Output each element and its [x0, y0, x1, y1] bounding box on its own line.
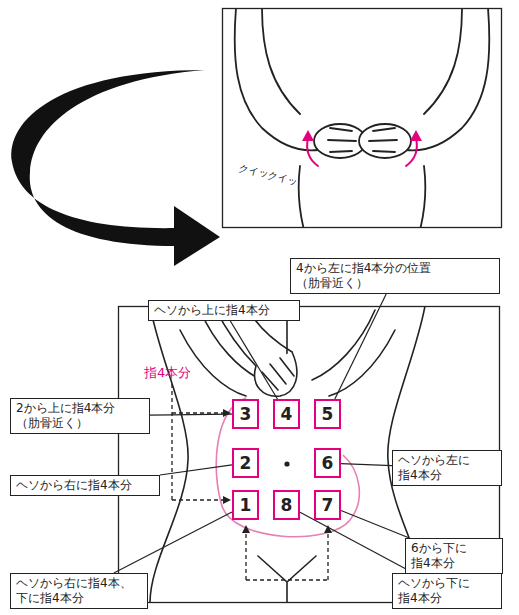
curved-arrow-part — [174, 206, 220, 266]
body-illustration-part — [284, 461, 289, 466]
callout-text: ヘソから右に指4本分 — [16, 478, 154, 493]
massage-illustration-part — [302, 130, 422, 141]
callout-box: ヘソから右に指4本分 — [10, 475, 160, 496]
body-illustration-part-part — [150, 307, 188, 602]
leader-line — [160, 465, 232, 475]
callout-text: ヘソから左に 指4本分 — [398, 453, 496, 483]
callout-box: 4から左に指4本分の位置 （肋骨近く） — [290, 258, 500, 294]
massage-illustration-part-part — [328, 128, 356, 152]
massage-illustration-part-part — [406, 138, 417, 166]
measure-arrows-part-part — [223, 409, 231, 417]
area-number-box: 1 — [232, 490, 259, 520]
callout-box: ヘソから下に 指4本分 — [392, 573, 502, 609]
massage-illustration-part-part — [406, 9, 489, 150]
callout-text: ヘソから下に 指4本分 — [398, 576, 496, 606]
measure-arrows — [172, 384, 332, 580]
area-number: 6 — [322, 453, 334, 473]
callout-box: ヘソから右に指4本、 下に指4本分 — [10, 573, 148, 609]
massage-illustration-part-part — [359, 124, 411, 158]
leader-line — [300, 512, 413, 573]
area-number-box: 5 — [314, 399, 341, 429]
massage-illustration-part-part — [410, 130, 422, 141]
measure-arrows-part-part — [172, 499, 224, 500]
area-number-box: 6 — [314, 448, 341, 478]
callout-box: 6から下に 指4本分 — [405, 538, 503, 574]
measure-arrows-part-part — [223, 496, 231, 504]
measure-label: 指4本分 — [144, 364, 191, 382]
massage-illustration-part — [307, 138, 417, 166]
body-illustration-part-part — [258, 556, 316, 602]
massage-illustration-part-part — [420, 166, 425, 227]
body-illustration-part — [216, 398, 359, 537]
area-number: 1 — [240, 495, 252, 515]
leader-line — [341, 510, 409, 538]
leader-line — [114, 512, 232, 573]
massage-illustration-part-part — [302, 130, 314, 141]
area-number: 7 — [322, 495, 334, 515]
body-illustration-part-part — [255, 352, 297, 396]
measure-arrows-part-part — [171, 384, 172, 500]
massage-illustration-part — [223, 9, 502, 228]
measure-arrows-part-part — [245, 532, 246, 580]
callout-box: ヘソから左に 指4本分 — [392, 450, 502, 486]
measure-arrows-part-part — [246, 579, 328, 580]
measure-arrows-part-part — [172, 412, 224, 413]
callout-box: ヘソから上に指4本分 — [148, 300, 300, 321]
leader-line — [335, 294, 386, 399]
callout-box: 2から上に指4本分 （肋骨近く） — [10, 398, 150, 434]
body-illustration-part-part — [180, 330, 246, 396]
callout-text: 4から左に指4本分の位置 （肋骨近く） — [296, 261, 494, 291]
massage-illustration-part-part — [424, 9, 462, 114]
curved-arrow — [11, 70, 220, 266]
area-number: 3 — [240, 404, 252, 424]
callout-text: 2から上に指4本分 （肋骨近く） — [16, 401, 144, 431]
massage-illustration-part-part — [262, 9, 300, 114]
massage-illustration-part-part — [369, 128, 397, 152]
leader-line — [341, 464, 392, 466]
area-number-box: 8 — [273, 490, 300, 520]
measure-arrows-part — [172, 384, 328, 580]
massage-illustration-part-part — [307, 138, 318, 166]
callout-text: ヘソから右に指4本、 下に指4本分 — [16, 576, 142, 606]
area-number: 4 — [281, 404, 293, 424]
massage-illustration-part-part — [235, 9, 318, 150]
area-number-box: 2 — [232, 448, 259, 478]
leader-line — [150, 414, 232, 416]
massage-illustration — [223, 8, 502, 230]
area-number: 8 — [281, 495, 293, 515]
body-illustration-part-part — [312, 310, 375, 380]
measure-arrows-part-part — [327, 532, 328, 580]
leader-line — [230, 321, 277, 399]
callout-text: ヘソから上に指4本分 — [154, 303, 294, 318]
massage-illustration-part-part — [299, 166, 304, 227]
body-illustration-part-part — [262, 358, 294, 390]
body-illustration-part-part — [329, 330, 395, 396]
body-illustration-part — [150, 307, 428, 602]
area-number: 2 — [240, 453, 252, 473]
measure-arrows-part-part — [242, 525, 250, 533]
area-number-box: 7 — [314, 490, 341, 520]
body-illustration-part — [119, 307, 500, 603]
measure-arrows-part-part — [324, 525, 332, 533]
area-number-box: 4 — [273, 399, 300, 429]
massage-illustration-part — [235, 9, 490, 227]
area-number: 5 — [322, 404, 334, 424]
body-illustration — [119, 306, 500, 603]
callout-text: 6から下に 指4本分 — [411, 541, 497, 571]
area-number-box: 3 — [232, 399, 259, 429]
